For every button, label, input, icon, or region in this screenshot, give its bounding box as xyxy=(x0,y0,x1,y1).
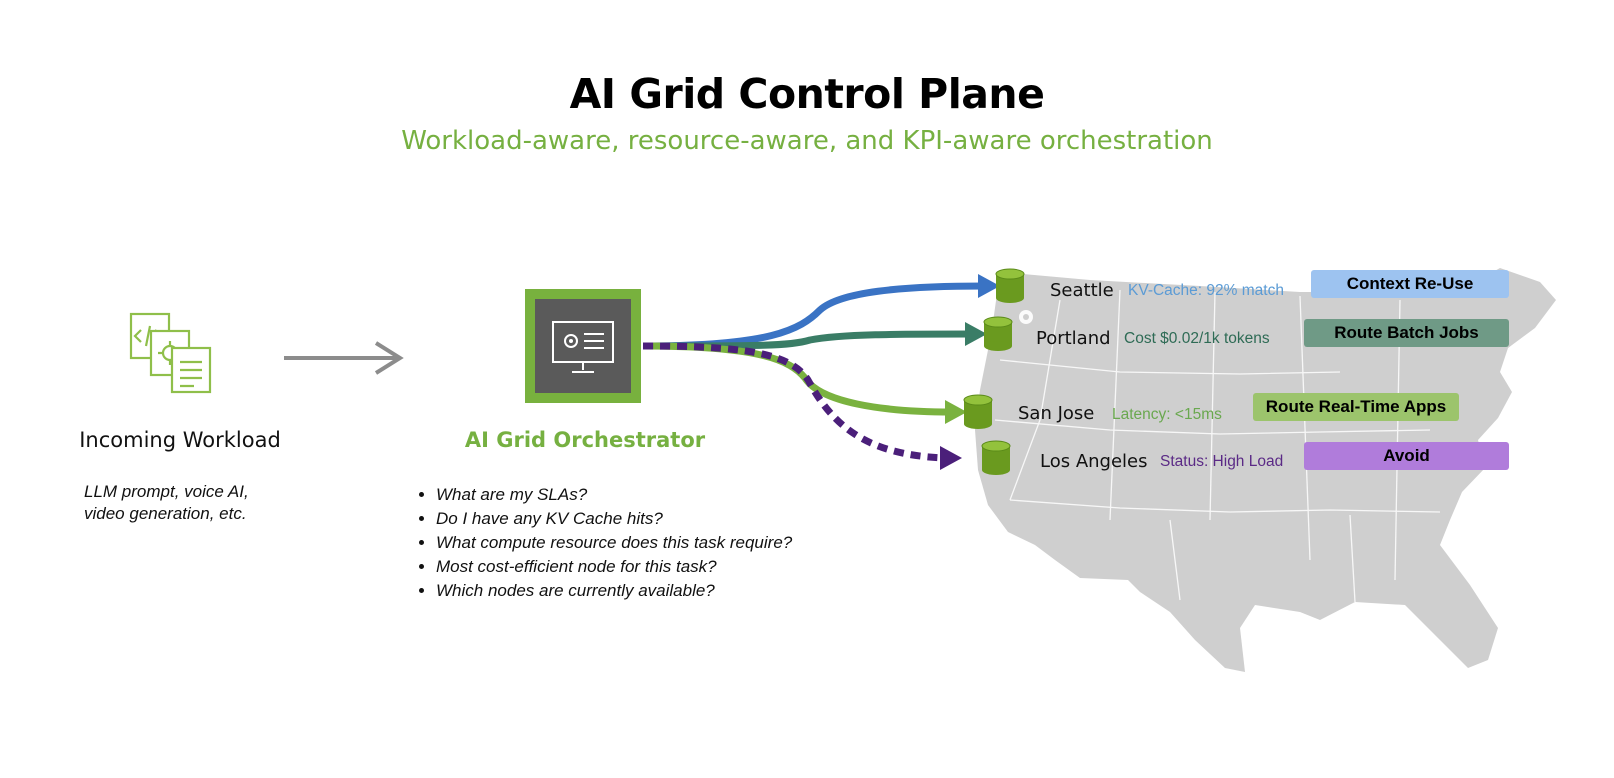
workload-label: Incoming Workload xyxy=(79,428,281,452)
code-documents-icon xyxy=(129,312,212,394)
page-subtitle: Workload-aware, resource-aware, and KPI-… xyxy=(401,126,1213,156)
node-metric-seattle: KV-Cache: 92% match xyxy=(1128,282,1284,299)
node-action-san-jose: Route Real-Time Apps xyxy=(1253,393,1459,421)
page-title: AI Grid Control Plane xyxy=(569,70,1045,118)
question-item: Do I have any KV Cache hits? xyxy=(436,509,796,529)
route-san-jose xyxy=(642,342,953,416)
question-item: What are my SLAs? xyxy=(436,485,796,505)
node-metric-portland: Cost $0.02/1k tokens xyxy=(1124,330,1270,347)
signal-icon xyxy=(1019,310,1033,324)
route-arrowhead-san-jose xyxy=(945,400,967,424)
orchestrator-questions: What are my SLAs? Do I have any KV Cache… xyxy=(412,485,796,605)
us-map xyxy=(975,268,1556,672)
workload-description: LLM prompt, voice AI, video generation, … xyxy=(84,481,344,525)
node-city-san-jose: San Jose xyxy=(1018,403,1095,424)
node-database-icon-los-angeles xyxy=(981,440,1011,475)
node-database-icon-san-jose xyxy=(963,394,993,429)
route-arrowhead-los-angeles xyxy=(940,446,962,470)
node-city-portland: Portland xyxy=(1036,328,1111,349)
route-arrowhead-portland xyxy=(965,322,987,346)
node-action-seattle: Context Re-Use xyxy=(1311,270,1509,298)
state-borders xyxy=(994,289,1441,603)
question-item: Which nodes are currently available? xyxy=(436,581,796,601)
node-metric-los-angeles: Status: High Load xyxy=(1160,453,1284,470)
workload-description-line: LLM prompt, voice AI, xyxy=(84,482,249,501)
orchestrator-label: AI Grid Orchestrator xyxy=(464,428,706,452)
input-arrow xyxy=(284,341,404,375)
workload-description-line: video generation, etc. xyxy=(84,504,247,523)
node-icons xyxy=(963,268,1025,475)
question-item: Most cost-efficient node for this task? xyxy=(436,557,796,577)
route-seattle xyxy=(642,282,986,350)
node-database-icon-seattle xyxy=(995,268,1025,303)
route-arrowhead-seattle xyxy=(978,274,1000,298)
node-action-los-angeles: Avoid xyxy=(1304,442,1509,470)
node-database-icon-portland xyxy=(983,316,1013,351)
route-los-angeles xyxy=(642,342,946,462)
monitor-settings-icon xyxy=(525,289,641,403)
node-city-los-angeles: Los Angeles xyxy=(1040,451,1148,472)
routes xyxy=(642,274,1000,470)
question-item: What compute resource does this task req… xyxy=(436,533,796,553)
node-city-seattle: Seattle xyxy=(1050,280,1114,301)
node-action-portland: Route Batch Jobs xyxy=(1304,319,1509,347)
node-metric-san-jose: Latency: <15ms xyxy=(1112,406,1222,423)
